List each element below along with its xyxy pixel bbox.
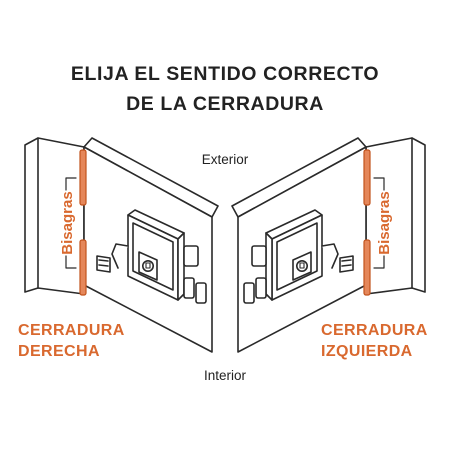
title-line-1: ELIJA EL SENTIDO CORRECTO <box>70 63 380 85</box>
right-door-assembly <box>231 137 426 353</box>
exterior-label: Exterior <box>201 152 249 167</box>
title-line-2: DE LA CERRADURA <box>126 93 324 115</box>
right-wall-block <box>365 137 426 295</box>
right-lower-hinge <box>363 239 371 296</box>
right-lock-line-2: DERECHA <box>18 343 100 360</box>
left-lock-line-2: IZQUIERDA <box>321 343 413 360</box>
left-lock-line-1: CERRADURA <box>321 322 428 339</box>
right-lock-option: CERRADURA DERECHA <box>18 320 125 362</box>
left-lock-body <box>96 209 207 304</box>
right-lock-body <box>243 209 354 304</box>
left-door-assembly <box>24 137 219 353</box>
left-lock-option: CERRADURA IZQUIERDA <box>321 320 428 362</box>
left-hinges-label: Bisagras <box>59 191 76 254</box>
right-hinges <box>363 149 371 296</box>
right-upper-hinge <box>363 149 371 206</box>
right-hinges-label: Bisagras <box>376 191 393 254</box>
left-upper-hinge <box>79 149 87 206</box>
right-lock-line-1: CERRADURA <box>18 322 125 339</box>
left-hinges <box>79 149 87 296</box>
left-lower-hinge <box>79 239 87 296</box>
interior-label: Interior <box>203 368 247 383</box>
